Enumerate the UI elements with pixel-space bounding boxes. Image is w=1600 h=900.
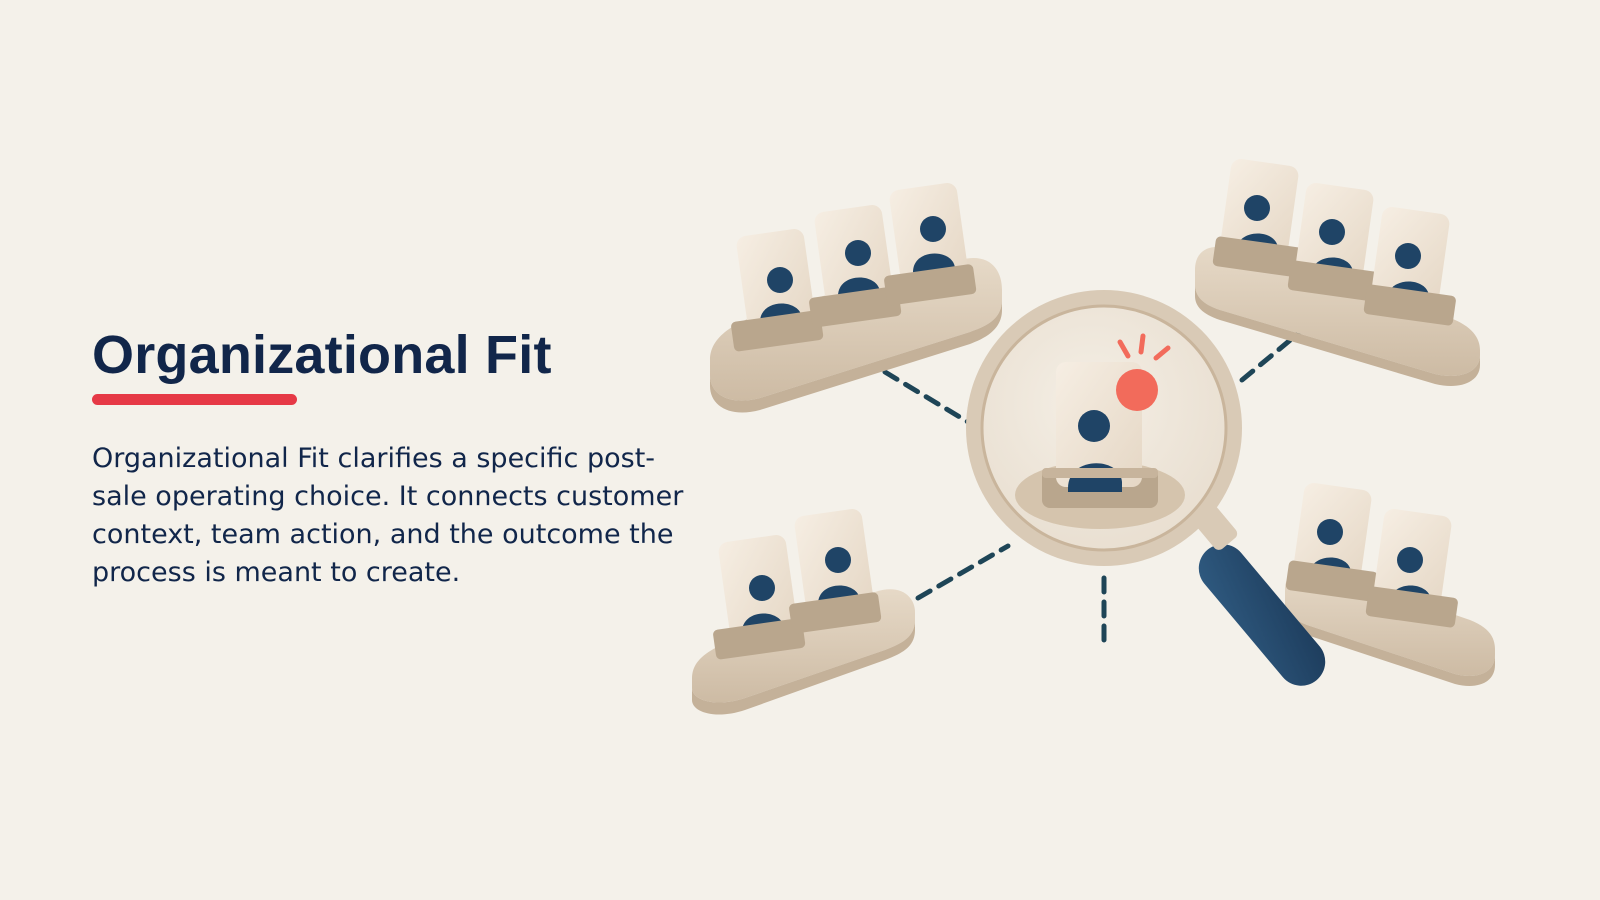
title-underline-accent [92,394,297,405]
body-paragraph: Organizational Fit clarifies a specific … [92,443,684,588]
candidate-tray-bottom-left-icon [692,509,915,715]
page-title: Organizational Fit [92,325,552,385]
magnifying-glass-icon [966,290,1242,566]
candidate-tray-top-left-icon [710,183,1002,413]
candidate-tray-top-right-icon [1195,159,1480,386]
candidate-search-illustration-icon [692,159,1495,715]
candidate-tray-bottom-right-icon [1285,483,1495,686]
alert-dot-icon [1116,333,1171,411]
